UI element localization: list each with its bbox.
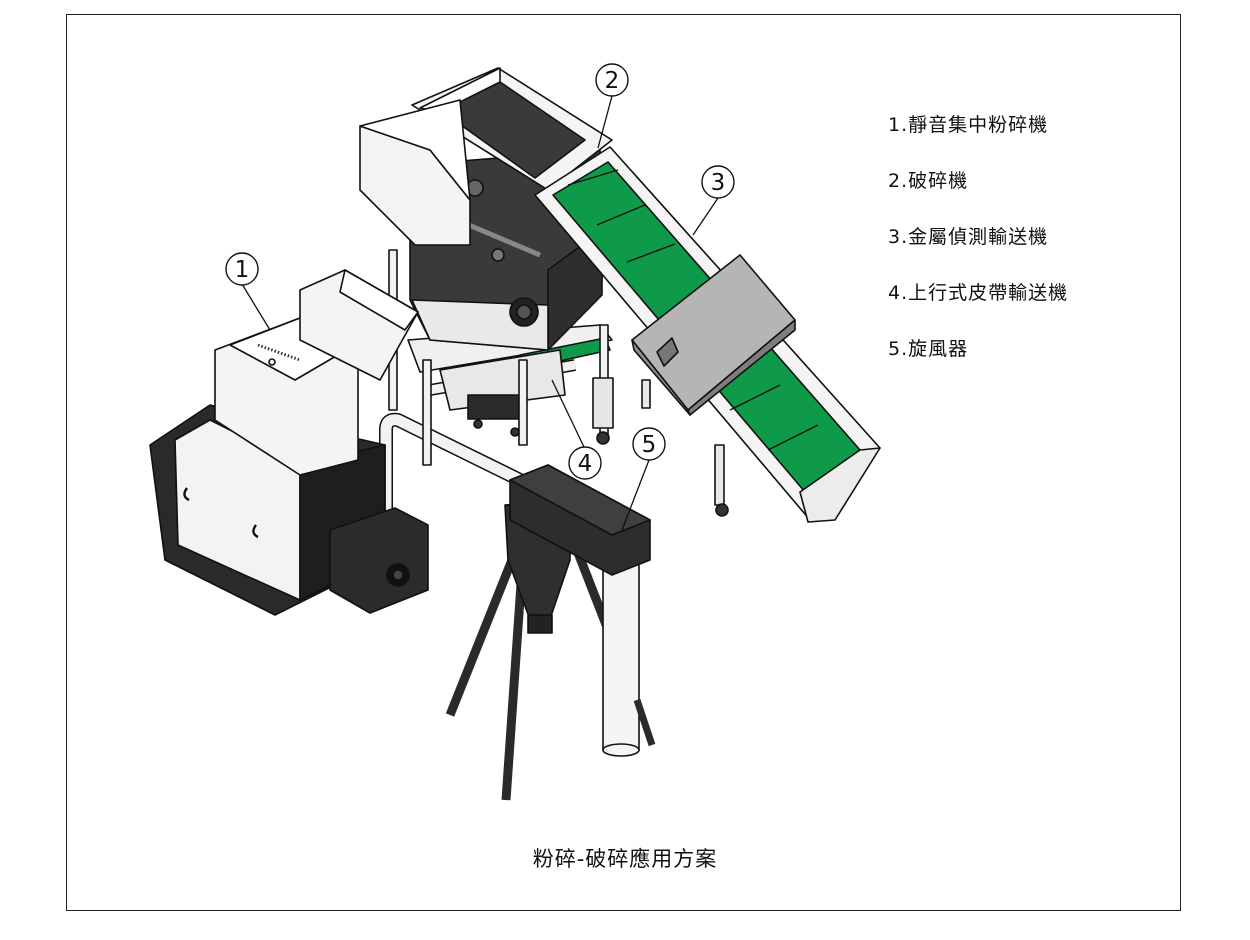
callout-5-circle: [632, 427, 666, 461]
silent-granulator: [149, 269, 429, 616]
callout-numbers: 1 2 3 4 5: [235, 68, 726, 477]
callout-4-circle: [568, 446, 602, 480]
callout-2: 2: [605, 68, 620, 94]
callout-1: 1: [235, 257, 250, 283]
callout-circles: [225, 63, 735, 480]
callout-3-circle: [701, 165, 735, 199]
legend-item-4: 4.上行式皮帶輸送機: [888, 282, 1069, 304]
callout-1-circle: [225, 252, 259, 286]
callout-5: 5: [642, 432, 657, 458]
parts-legend: 1.靜音集中粉碎機 2.破碎機 3.金屬偵測輸送機 4.上行式皮帶輸送機 5.旋…: [888, 108, 1068, 388]
metal-detection-conveyor: [534, 146, 881, 523]
callout-leaders: [241, 95, 719, 531]
callout-3: 3: [711, 170, 726, 196]
diagram-caption: 粉碎-破碎應用方案: [532, 847, 718, 871]
legend-item-3: 3.金屬偵測輸送機: [888, 226, 1049, 248]
cyclone-separator: [445, 464, 656, 801]
callout-2-circle: [595, 63, 629, 97]
diagram-frame: [66, 14, 1181, 911]
legend-item-1: 1.靜音集中粉碎機: [888, 114, 1049, 136]
legend-item-5: 5.旋風器: [888, 338, 969, 360]
callout-4: 4: [578, 451, 593, 477]
legend-item-2: 2.破碎機: [888, 170, 969, 192]
